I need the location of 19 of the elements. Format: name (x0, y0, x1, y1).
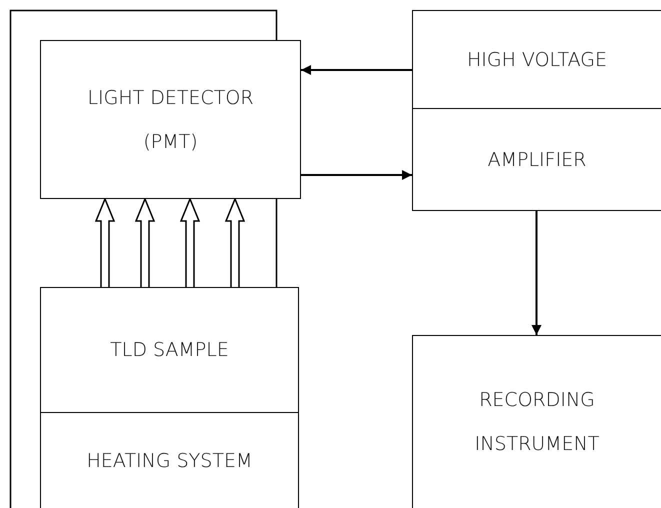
hollow-arrow (134, 197, 156, 288)
hollow-arrow (224, 197, 246, 288)
process-box (40, 40, 301, 199)
arrow (301, 65, 412, 75)
arrow (532, 211, 542, 335)
process-box (412, 335, 661, 508)
hollow-arrow (94, 197, 116, 288)
process-box (40, 287, 299, 413)
process-box (40, 412, 299, 508)
box-label: TLD SAMPLE (109, 338, 230, 363)
box-label: AMPLIFIER (486, 148, 588, 172)
box-label: HEATING SYSTEM (86, 448, 254, 474)
process-box (412, 10, 661, 109)
box-label: HIGH VOLTAGE (466, 48, 608, 72)
hollow-arrow (180, 197, 200, 288)
box-label: LIGHT DETECTOR (PMT) (86, 86, 255, 154)
arrow (301, 170, 412, 180)
box-label: RECORDING INSTRUMENT (474, 388, 600, 457)
process-box (412, 108, 661, 211)
